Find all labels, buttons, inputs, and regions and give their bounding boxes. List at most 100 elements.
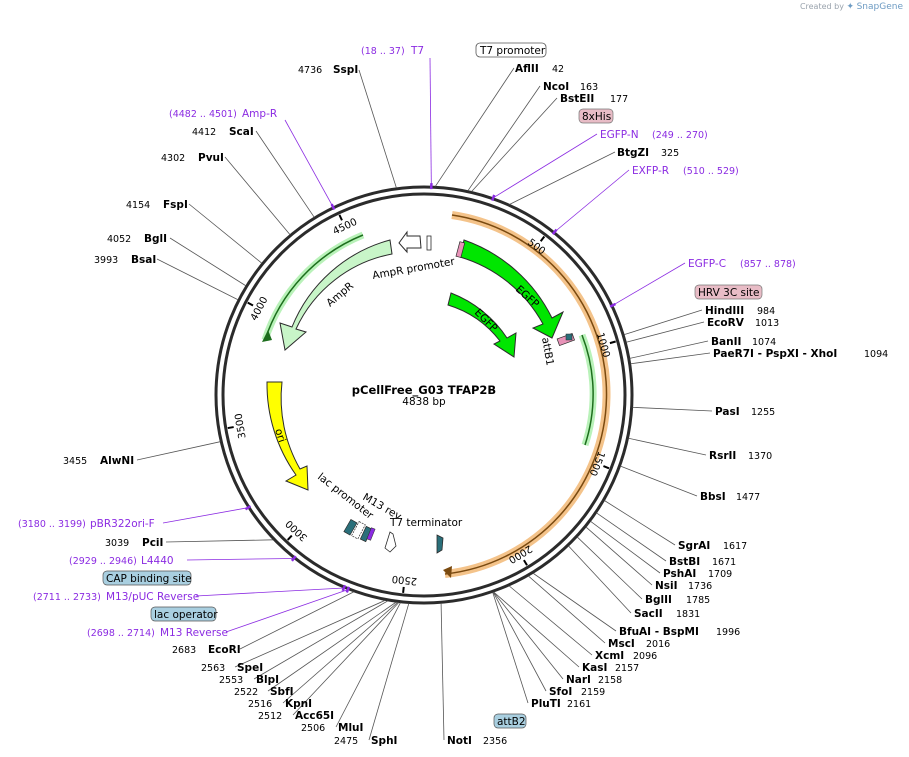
- feature-cap-site-marker: [343, 518, 358, 536]
- ampr-outer-arc-core: [264, 234, 364, 341]
- primer-binding-mark: [330, 203, 336, 211]
- enzyme-name-pcii: PciI: [142, 537, 163, 549]
- enzyme-pos-pasi: 1255: [751, 407, 775, 418]
- primer-binding-mark: [244, 505, 252, 511]
- primer-leader-line: [186, 558, 294, 561]
- enzyme-pos-pluti: 2161: [567, 699, 591, 710]
- primer-range-m13-reverse: (2698 .. 2714): [87, 628, 155, 639]
- primer-name-pbr322ori-f: pBR322ori-F: [90, 518, 155, 530]
- enzyme-pos-bgli: 4052: [107, 234, 131, 245]
- enzyme-leader-line: [577, 536, 643, 600]
- primer-range-m13-puc: (2711 .. 2733): [33, 592, 101, 603]
- enzyme-leader-line: [267, 601, 397, 692]
- enzyme-pos-bfuai: 1996: [716, 627, 740, 638]
- enzyme-pos-alwni: 3455: [63, 456, 87, 467]
- snapgene-logo-icon: ✦: [846, 2, 855, 12]
- credit-brand: SnapGene: [856, 2, 903, 12]
- enzyme-name-scai: ScaI: [229, 126, 254, 138]
- boxed-feature-attb2-box: [493, 713, 527, 729]
- enzyme-leader-line: [630, 352, 711, 365]
- enzyme-name-ecori: EcoRI: [208, 644, 241, 656]
- boxed-feature-attb2: attB2: [497, 716, 526, 728]
- primer-leader-line: [162, 507, 249, 524]
- primer-name-egfp-c: EGFP-C: [688, 258, 726, 270]
- enzyme-leader-line: [282, 602, 399, 704]
- enzyme-leader-line: [492, 592, 529, 704]
- enzyme-pos-pvui: 4302: [161, 153, 185, 164]
- primer-range-exfp-r: (510 .. 529): [683, 166, 739, 177]
- enzyme-leader-line: [165, 539, 274, 543]
- enzyme-leader-line: [532, 572, 617, 632]
- primer-leader-line: [612, 262, 686, 306]
- enzyme-pos-btgzi: 325: [661, 148, 679, 159]
- enzyme-name-sbfi: SbfI: [270, 686, 294, 698]
- boxed-feature-8xhis: 8xHis: [582, 111, 611, 123]
- enzyme-pos-acc65i: 2512: [258, 711, 282, 722]
- feature-label-ori: ori: [272, 427, 288, 444]
- enzyme-pos-bbsi: 1477: [736, 492, 760, 503]
- primer-leader-line: [554, 169, 630, 233]
- feature-ampr-arrow: [279, 239, 393, 351]
- feature-egfp-arrow: [459, 239, 565, 339]
- enzyme-leader-line: [358, 69, 397, 188]
- enzyme-pos-mlui: 2506: [301, 723, 325, 734]
- ampr-outer-arrowhead: [262, 330, 272, 342]
- enzyme-pos-noti: 2356: [483, 736, 507, 747]
- primer-binding-mark: [609, 302, 617, 308]
- credit-prefix: Created by: [799, 2, 844, 11]
- enzyme-pos-kpni: 2516: [248, 699, 272, 710]
- primer-leader-line: [429, 57, 432, 187]
- boxed-feature-t7-promoter-box: [475, 42, 547, 58]
- enzyme-name-bstbi: BstBI: [669, 556, 700, 568]
- enzyme-name-sacii: SacII: [634, 608, 663, 620]
- tick-mark: [539, 235, 546, 242]
- tick-mark: [286, 534, 293, 541]
- enzyme-pos-bsai: 3993: [94, 255, 118, 266]
- primer-range-amp-r: (4482 .. 4501): [169, 109, 237, 120]
- enzyme-leader-line: [493, 591, 564, 680]
- enzyme-pos-aflii: 42: [552, 64, 564, 75]
- enzyme-leader-line: [224, 156, 291, 235]
- enzyme-name-bbsi: BbsI: [700, 491, 726, 503]
- enzyme-leader-line: [234, 599, 386, 668]
- feature-lac-promoter-marker: [351, 521, 366, 540]
- feature-lac-arrow: [384, 531, 397, 553]
- enzyme-name-ncoi: NcoI: [543, 81, 569, 93]
- enzyme-leader-line: [492, 592, 547, 692]
- enzyme-pos-scai: 4412: [192, 127, 216, 138]
- feature-t7-promoter-marker: [426, 235, 432, 251]
- enzyme-name-bfuai: BfuAI - BspMI: [619, 626, 699, 638]
- tick-label: 3500: [234, 412, 249, 439]
- enzyme-name-pluti: PluTI: [531, 698, 561, 710]
- enzyme-pos-fspi: 4154: [126, 200, 150, 211]
- boxed-feature-hrv-box: [694, 284, 763, 300]
- primer-binding-mark: [290, 555, 297, 562]
- enzyme-name-sphi: SphI: [371, 735, 397, 747]
- enzyme-leader-line: [169, 237, 247, 287]
- leader-lines: [136, 57, 713, 741]
- tick-mark: [227, 426, 234, 430]
- enzyme-leader-line: [440, 603, 445, 741]
- enzyme-name-xcmi: XcmI: [595, 650, 624, 662]
- enzyme-name-banii: BanII: [711, 336, 741, 348]
- primer-name-amp-r: Amp-R: [242, 108, 277, 120]
- enzyme-leader-line: [585, 526, 653, 586]
- boxed-feature-hrv-3c-site: HRV 3C site: [698, 287, 759, 299]
- enzyme-leader-line: [604, 500, 676, 546]
- enzyme-pos-rsrii: 1370: [748, 451, 772, 462]
- primer-leader-line: [284, 119, 334, 208]
- enzyme-pos-sacii: 1831: [676, 609, 700, 620]
- feature-attb1-marker-teal: [565, 333, 573, 341]
- enzyme-name-sgrai: SgrAI: [678, 540, 710, 552]
- enzyme-pos-paer7i: 1094: [864, 349, 888, 360]
- enzyme-leader-line: [493, 591, 580, 668]
- feature-m13-rev-marker: [366, 527, 376, 541]
- enzyme-pos-ncoi: 163: [580, 82, 598, 93]
- primer-range-egfp-c: (857 .. 878): [740, 259, 796, 270]
- enzyme-name-msci: MscI: [608, 638, 635, 650]
- enzyme-pos-kasi: 2157: [615, 663, 639, 674]
- enzyme-name-nsii: NsiI: [655, 580, 678, 592]
- boxed-feature-lac-operator-box: [150, 606, 217, 622]
- enzyme-pos-bglii: 1785: [686, 595, 710, 606]
- enzyme-pos-bstbi: 1671: [712, 557, 736, 568]
